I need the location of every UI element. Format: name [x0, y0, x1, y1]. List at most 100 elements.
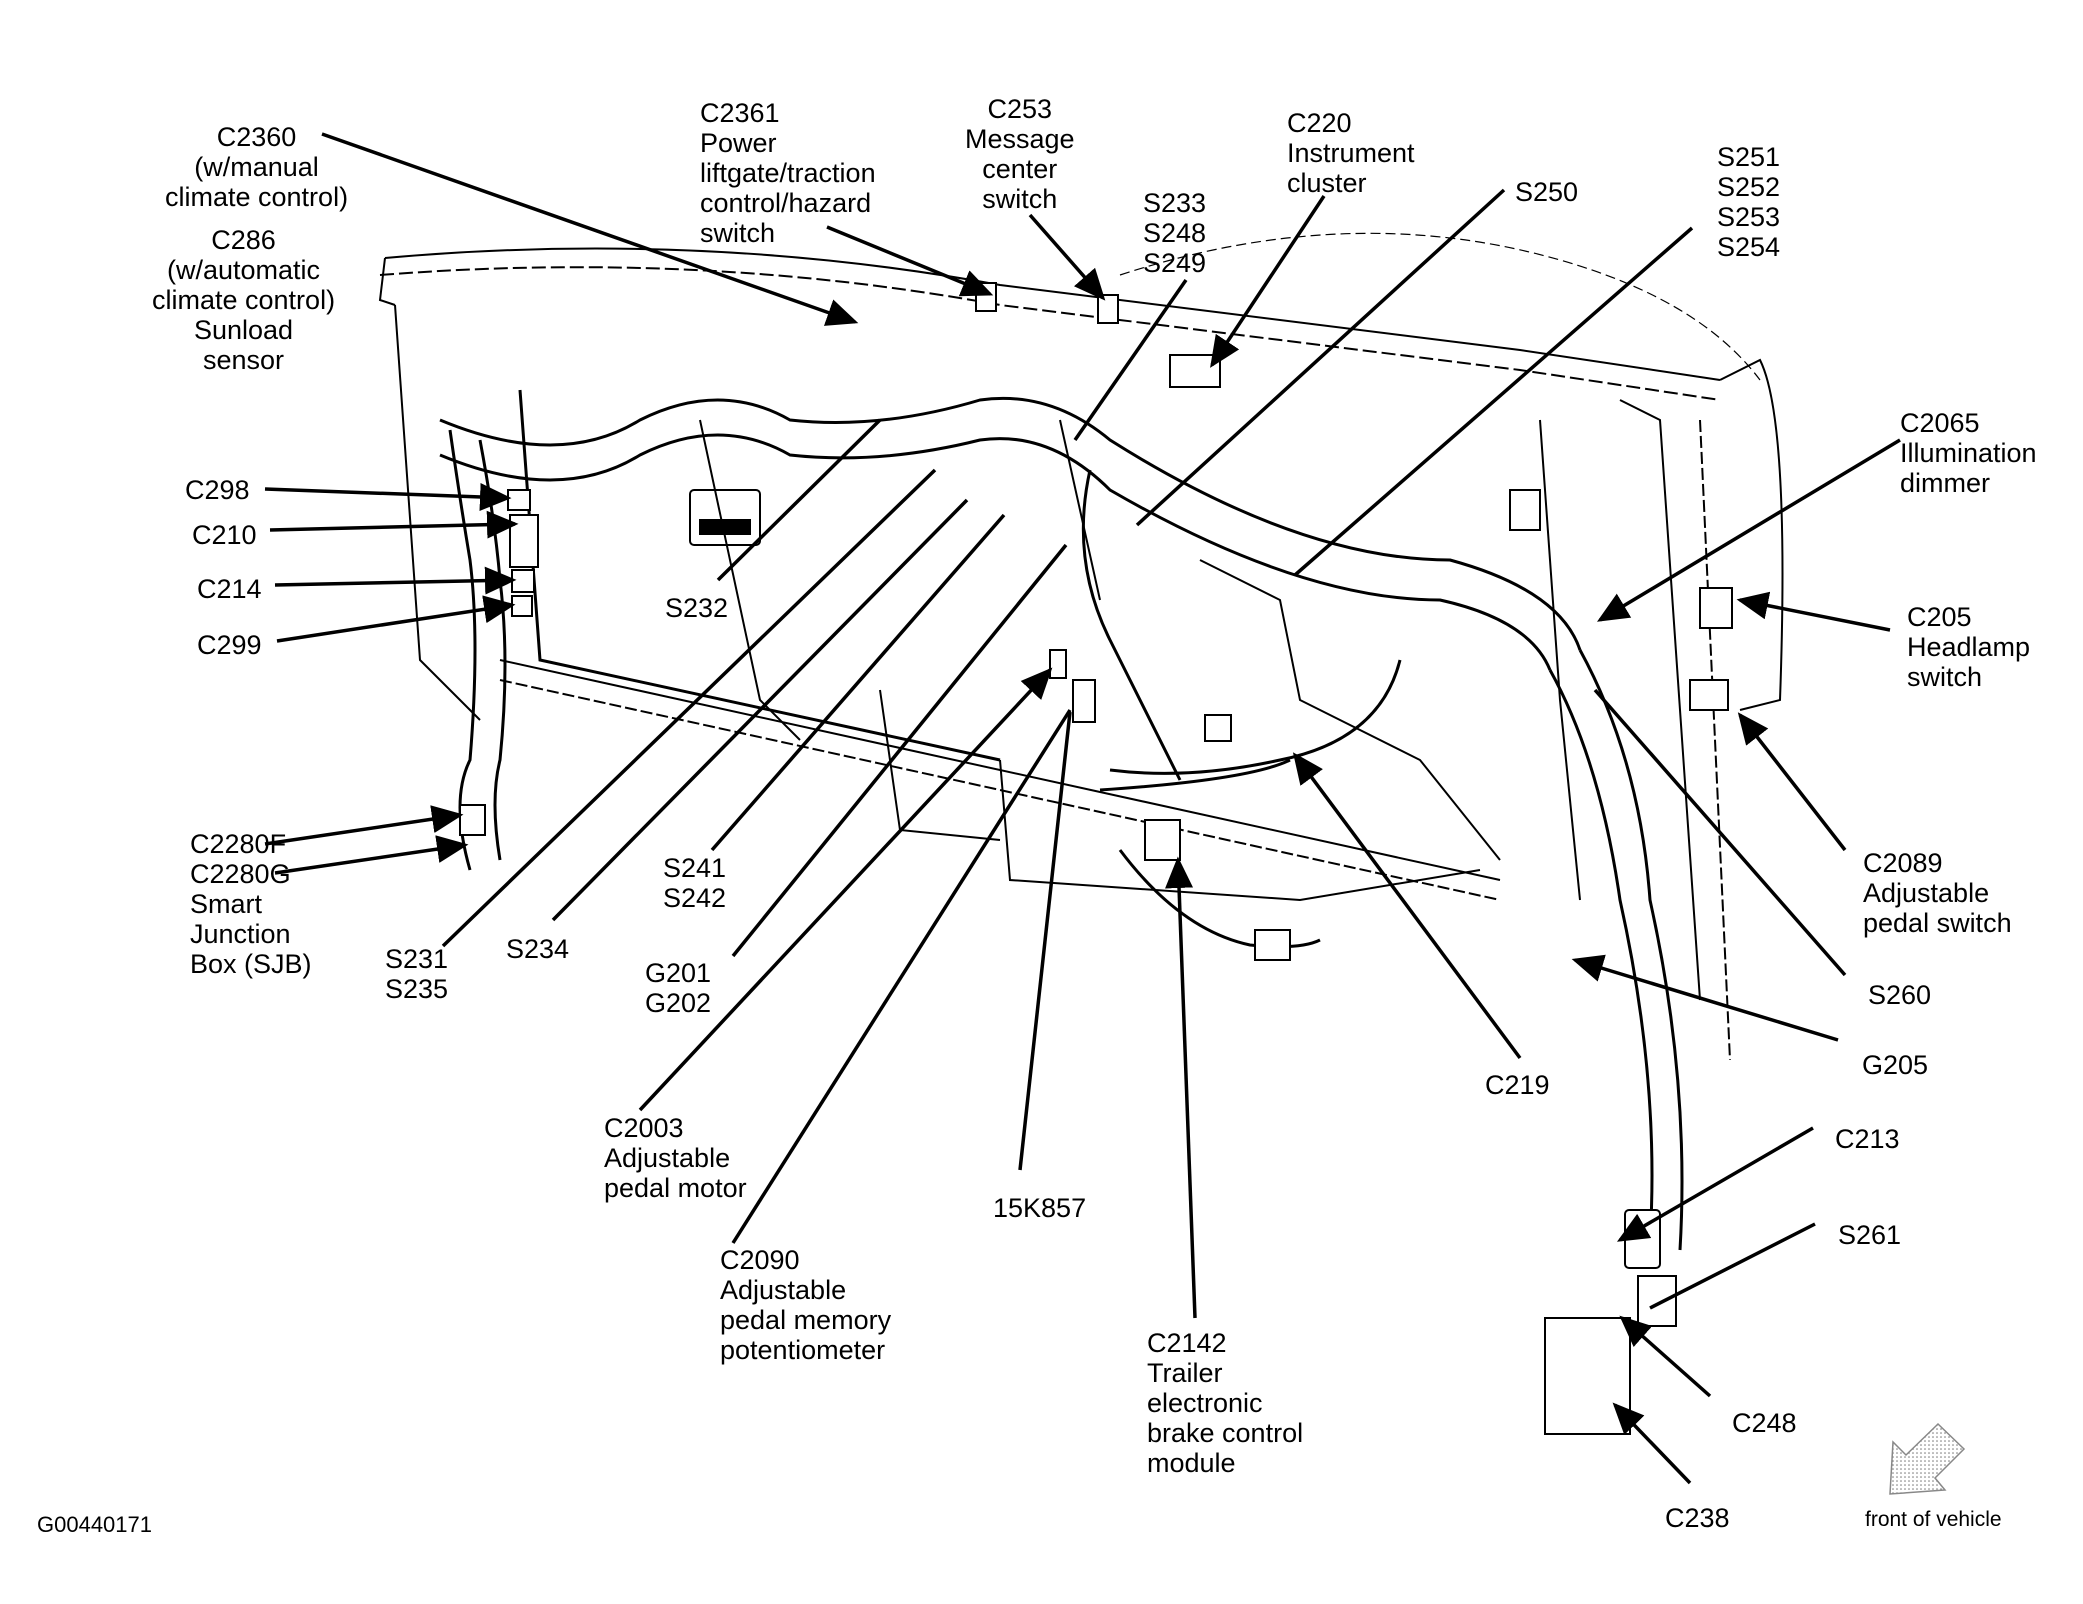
- callout-line: S253: [1717, 202, 1781, 232]
- callout-line: G201: [645, 958, 712, 988]
- callout-c298: C298: [185, 475, 250, 505]
- callout-line: dimmer: [1900, 468, 1991, 498]
- callout-s231: S231 S235: [385, 944, 448, 1004]
- callout-line: S261: [1838, 1220, 1902, 1250]
- callout-c2361: C2361 Power liftgate/traction control/ha…: [700, 98, 876, 248]
- figure-id: G00440171: [37, 1512, 152, 1537]
- callout-line: S233: [1143, 188, 1207, 218]
- callout-line: Headlamp: [1907, 632, 2031, 662]
- main-harness: [439, 396, 1684, 1251]
- callout-line: Sunload: [193, 315, 294, 345]
- callout-line: S250: [1515, 177, 1579, 207]
- callout-line: S234: [506, 934, 570, 964]
- callout-line: (w/automatic: [167, 255, 321, 285]
- callout-s232: S232: [665, 593, 728, 623]
- callout-line: S249: [1143, 248, 1207, 278]
- callout-line: Power: [700, 128, 777, 158]
- callout-line: S231: [385, 944, 449, 974]
- callout-c248: C248: [1732, 1408, 1797, 1438]
- callout-line: switch: [700, 218, 776, 248]
- callout-line: liftgate/traction: [700, 158, 876, 188]
- callout-line: C2361: [700, 98, 780, 128]
- callout-line: C2065: [1900, 408, 1980, 438]
- callout-s241: S241 S242: [663, 853, 726, 913]
- callout-line: pedal motor: [604, 1173, 747, 1203]
- callout-line: module: [1147, 1448, 1236, 1478]
- callout-15k857: 15K857: [993, 1193, 1086, 1223]
- callout-line: C253: [987, 94, 1053, 124]
- callout-line: potentiometer: [720, 1335, 886, 1365]
- connectors: [459, 282, 1733, 1435]
- callout-line: S241: [663, 853, 727, 883]
- callout-line: C210: [192, 520, 257, 550]
- callout-line: Illumination: [1900, 438, 2037, 468]
- callout-c213: C213: [1835, 1124, 1900, 1154]
- callout-c220: C220 Instrument cluster: [1287, 108, 1415, 198]
- callout-line: C2089: [1863, 848, 1943, 878]
- callout-c205: C205 Headlamp switch: [1907, 602, 2030, 692]
- callout-line: Adjustable: [720, 1275, 847, 1305]
- callout-line: pedal switch: [1863, 908, 2012, 938]
- callout-c2280-sjb: C2280F C2280G Smart Junction Box (SJB): [190, 829, 312, 979]
- front-of-vehicle-label: front of vehicle: [1865, 1508, 2002, 1531]
- callout-line: C214: [197, 574, 262, 604]
- callout-line: S252: [1717, 172, 1781, 202]
- callout-line: Trailer: [1147, 1358, 1223, 1388]
- callout-c238: C238: [1665, 1503, 1730, 1533]
- callout-line: C2360: [216, 122, 297, 152]
- callout-line: Adjustable: [604, 1143, 731, 1173]
- callout-c2090: C2090 Adjustable pedal memory potentiome…: [720, 1245, 891, 1365]
- callout-c210: C210: [192, 520, 257, 550]
- callout-s250: S250: [1515, 177, 1578, 207]
- callout-line: C2280F: [190, 829, 287, 859]
- callout-line: S232: [665, 593, 729, 623]
- callout-c214: C214: [197, 574, 262, 604]
- callout-s233: S233 S248 S249: [1143, 188, 1206, 278]
- callout-line: Junction: [190, 919, 291, 949]
- callout-line: brake control: [1147, 1418, 1304, 1448]
- callout-c2065: C2065 Illumination dimmer: [1900, 408, 2037, 498]
- callout-line: S254: [1717, 232, 1781, 262]
- callout-s234: S234: [506, 934, 569, 964]
- callout-line: 15K857: [993, 1193, 1087, 1223]
- callout-line: C213: [1835, 1124, 1900, 1154]
- callout-s251: S251 S252 S253 S254: [1717, 142, 1780, 262]
- callout-line: center: [982, 154, 1058, 184]
- front-of-vehicle-arrow-icon: [1889, 1422, 1966, 1495]
- callout-line: C205: [1907, 602, 1972, 632]
- callout-line: C2280G: [190, 859, 291, 889]
- callout-g205: G205: [1862, 1050, 1928, 1080]
- callout-c286: C286 (w/automatic climate control) Sunlo…: [152, 225, 335, 375]
- callout-line: S242: [663, 883, 727, 913]
- callout-c2089: C2089 Adjustable pedal switch: [1863, 848, 2012, 938]
- callout-line: C248: [1732, 1408, 1797, 1438]
- callout-c2003: C2003 Adjustable pedal motor: [604, 1113, 747, 1203]
- callout-line: (w/manual: [194, 152, 319, 182]
- callout-line: Box (SJB): [190, 949, 312, 979]
- callout-line: C2003: [604, 1113, 684, 1143]
- callout-line: Adjustable: [1863, 878, 1990, 908]
- callout-line: control/hazard: [700, 188, 872, 218]
- callout-line: cluster: [1287, 168, 1367, 198]
- callout-line: Instrument: [1287, 138, 1415, 168]
- callout-line: S260: [1868, 980, 1932, 1010]
- leader-lines: [264, 132, 1901, 1485]
- callout-line: S248: [1143, 218, 1207, 248]
- callout-line: C238: [1665, 1503, 1730, 1533]
- callout-line: Smart: [190, 889, 263, 919]
- callout-line: C2090: [720, 1245, 800, 1275]
- callout-line: switch: [982, 184, 1058, 214]
- callout-line: C286: [211, 225, 276, 255]
- callout-line: C299: [197, 630, 262, 660]
- callout-line: electronic: [1147, 1388, 1263, 1418]
- callout-line: S251: [1717, 142, 1781, 172]
- callout-c2360: C2360 (w/manual climate control): [165, 122, 348, 212]
- callout-line: C2142: [1147, 1328, 1227, 1358]
- callout-s261: S261: [1838, 1220, 1901, 1250]
- callout-line: C219: [1485, 1070, 1550, 1100]
- callout-c2142: C2142 Trailer electronic brake control m…: [1147, 1328, 1303, 1478]
- callout-line: pedal memory: [720, 1305, 892, 1335]
- callout-c253: C253 Message center switch: [965, 94, 1075, 214]
- callout-line: climate control): [165, 182, 349, 212]
